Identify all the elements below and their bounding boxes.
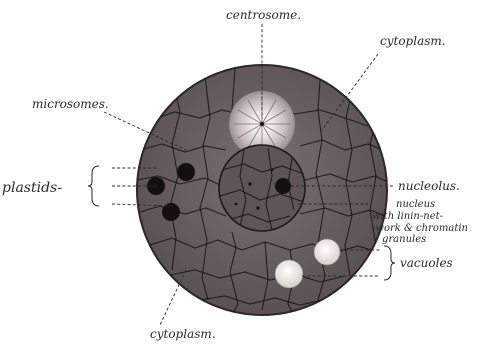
vacuole [314,239,340,265]
vacuoles-brace [384,246,395,280]
label-plastids: plastids- [2,180,62,196]
plastid [177,163,195,181]
label-nucleus-line3: -work & chromatin [372,223,468,234]
label-vacuoles: vacuoles [400,256,453,270]
label-nucleus-line4: granules [382,234,426,245]
label-microsomes: microsomes. [32,97,109,111]
nucleus [219,145,305,231]
plastids-brace [88,166,99,206]
label-cytoplasm-top: cytoplasm. [380,34,446,48]
label-nucleus-line1: nucleus [396,199,435,210]
nucleolus [275,178,291,194]
label-nucleolus: nucleolus. [398,179,460,193]
label-nucleus-line2: with linin-net- [372,211,444,222]
label-cytoplasm-bottom: cytoplasm. [150,327,216,341]
vacuole [275,260,303,288]
label-centrosome: centrosome. [226,8,301,22]
